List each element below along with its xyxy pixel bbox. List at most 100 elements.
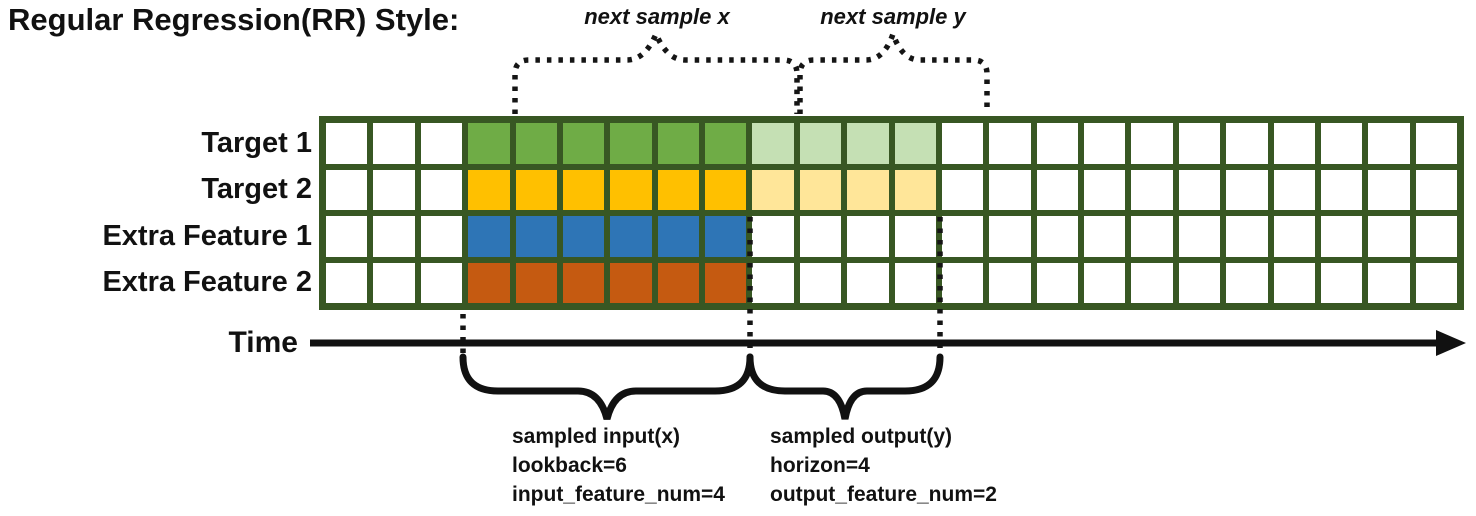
grid-cell <box>657 216 699 257</box>
grid-cell <box>1131 216 1173 257</box>
grid-cell <box>326 169 368 210</box>
grid-cell <box>562 169 605 210</box>
grid-cell <box>1226 123 1268 164</box>
grid-cell <box>373 123 415 164</box>
grid-cell <box>373 262 415 303</box>
grid-cell <box>326 216 368 257</box>
grid-cell <box>1036 216 1078 257</box>
grid-cell <box>515 123 557 164</box>
timeseries-grid <box>319 116 1464 310</box>
grid-cell <box>705 262 747 303</box>
grid-cell <box>420 216 463 257</box>
time-axis-label: Time <box>228 326 298 359</box>
grid-cell <box>468 216 510 257</box>
grid-cell <box>705 216 747 257</box>
grid-cell <box>468 262 510 303</box>
grid-cell <box>1131 169 1173 210</box>
grid-cell <box>1036 262 1078 303</box>
sampled-output-annotation: sampled output(y) horizon=4 output_featu… <box>770 422 997 509</box>
grid-cell <box>941 216 984 257</box>
grid-cell <box>1320 262 1363 303</box>
grid-cell <box>610 169 652 210</box>
grid-cell <box>1084 169 1126 210</box>
grid-cell <box>657 123 699 164</box>
grid-cell <box>1178 169 1221 210</box>
horizon-value: horizon=4 <box>770 454 870 477</box>
grid-cell <box>1368 123 1410 164</box>
grid-cell <box>420 123 463 164</box>
grid-cell <box>989 123 1031 164</box>
time-axis-arrowhead <box>1436 330 1466 356</box>
grid-cell <box>941 169 984 210</box>
row-label-target-2: Target 2 <box>201 173 312 205</box>
next-sample-y-brace <box>797 25 990 114</box>
row-label-extra-feature-1: Extra Feature 1 <box>102 220 312 252</box>
grid-cell <box>1178 262 1221 303</box>
grid-cell <box>752 169 794 210</box>
grid-cell <box>1084 262 1126 303</box>
next-sample-x-brace <box>512 26 800 114</box>
grid-cell <box>799 123 842 164</box>
row-label-extra-feature-2: Extra Feature 2 <box>102 266 312 298</box>
grid-cell <box>1178 216 1221 257</box>
grid-cell <box>894 216 936 257</box>
grid-cell <box>1415 169 1457 210</box>
grid-cell <box>752 123 794 164</box>
sampled-input-brace <box>459 353 754 420</box>
grid-cell <box>799 216 842 257</box>
grid-cell <box>1320 123 1363 164</box>
grid-cell <box>1084 123 1126 164</box>
grid-cell <box>515 262 557 303</box>
grid-cell <box>752 262 794 303</box>
grid-cell <box>1226 216 1268 257</box>
sampled-input-annotation: sampled input(x) lookback=6 input_featur… <box>512 422 725 509</box>
lookback-value: lookback=6 <box>512 454 627 477</box>
grid-cell <box>1415 262 1457 303</box>
output-feature-num-value: output_feature_num=2 <box>770 483 997 506</box>
grid-cell <box>989 262 1031 303</box>
grid-cell <box>989 169 1031 210</box>
grid-cell <box>894 169 936 210</box>
grid-cell <box>1131 262 1173 303</box>
grid-cell <box>1273 169 1315 210</box>
grid-cell <box>326 123 368 164</box>
grid-cell <box>1273 216 1315 257</box>
grid-cell <box>1415 216 1457 257</box>
grid-cell <box>1368 169 1410 210</box>
grid-cell <box>1368 216 1410 257</box>
grid-cell <box>705 123 747 164</box>
grid-cell <box>373 169 415 210</box>
grid-cell <box>1273 123 1315 164</box>
grid-cell <box>941 123 984 164</box>
grid-cell <box>894 123 936 164</box>
grid-cell <box>610 262 652 303</box>
sampled-output-title: sampled output(y) <box>770 425 952 448</box>
diagram-title: Regular Regression(RR) Style: <box>8 2 460 37</box>
grid-cell <box>468 123 510 164</box>
grid-cell <box>1178 123 1221 164</box>
grid-cell <box>1131 123 1173 164</box>
grid-cell <box>420 262 463 303</box>
row-label-target-1: Target 1 <box>201 127 312 159</box>
grid-cell <box>1084 216 1126 257</box>
grid-cell <box>326 262 368 303</box>
grid-cell <box>1415 123 1457 164</box>
grid-cell <box>847 216 889 257</box>
grid-cell <box>989 216 1031 257</box>
grid-cell <box>657 262 699 303</box>
grid-cell <box>847 262 889 303</box>
grid-cell <box>705 169 747 210</box>
grid-cell <box>752 216 794 257</box>
grid-cell <box>515 169 557 210</box>
grid-cell <box>468 169 510 210</box>
grid-cell <box>373 216 415 257</box>
grid-cell <box>657 169 699 210</box>
grid-cell <box>799 262 842 303</box>
grid-cell <box>515 216 557 257</box>
grid-cell <box>1226 169 1268 210</box>
grid-cell <box>562 216 605 257</box>
grid-cell <box>1320 216 1363 257</box>
grid-cell <box>1320 169 1363 210</box>
grid-cell <box>894 262 936 303</box>
